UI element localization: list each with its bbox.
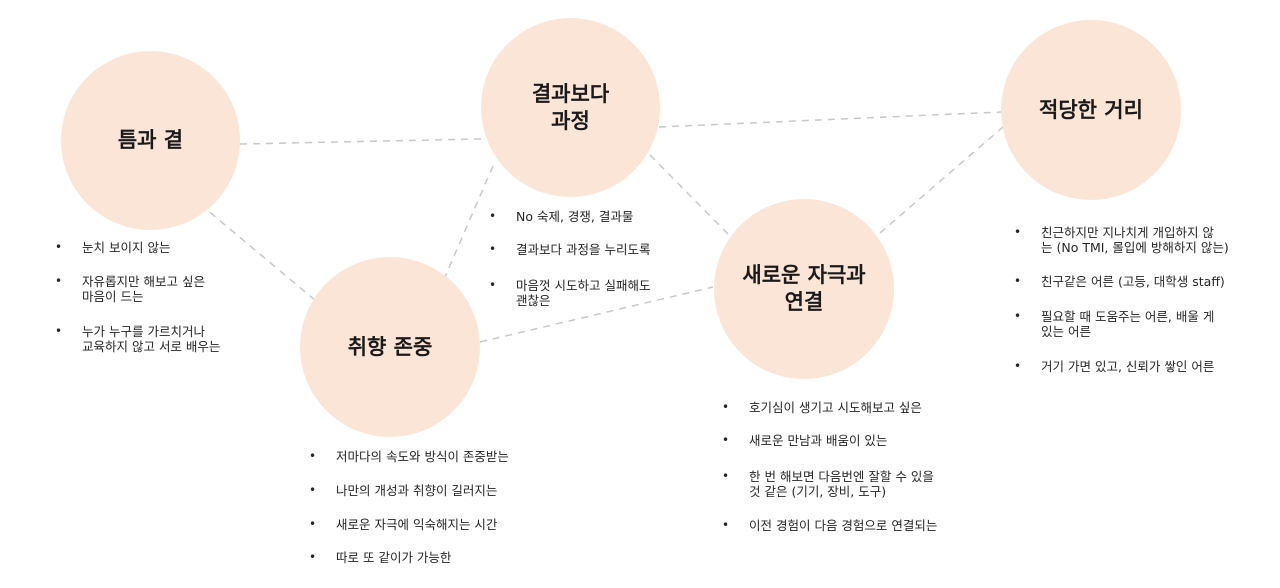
bullet-dot: •	[1014, 359, 1022, 373]
bullet-text: 이전 경험이 다음 경험으로 연결되는	[749, 518, 938, 533]
connector-process-stimulus	[649, 154, 729, 235]
bullet-dot: •	[309, 449, 317, 463]
bullet-text: 거기 가면 있고, 신뢰가 쌓인 어른	[1041, 359, 1215, 374]
bullet-dot: •	[1014, 309, 1022, 323]
bullet-dot: •	[722, 433, 730, 447]
node-title-taste: 취향 존중	[347, 334, 433, 359]
connector-process-distance	[658, 111, 1002, 128]
bullet-text: 결과보다 과정을 누리도록	[516, 242, 651, 257]
bullet-dot: •	[309, 550, 317, 564]
bullet-dot: •	[489, 209, 497, 223]
bullet-text: 저마다의 속도와 방식이 존중받는	[336, 449, 509, 464]
node-distance: 적당한 거리	[1001, 20, 1181, 200]
bullet-text: 친구같은 어른 (고등, 대학생 staff)	[1041, 274, 1225, 289]
bullet-text: 누가 누구를 가르치거나 교육하지 않고 서로 배우는	[82, 324, 221, 354]
bullet-dot: •	[489, 278, 497, 292]
bullet-text: 나만의 개성과 취향이 길러지는	[336, 483, 498, 498]
bullet-dot: •	[309, 483, 317, 497]
bullet-dot: •	[55, 240, 63, 254]
node-process: 결과보다 과정	[481, 18, 660, 197]
bullet-text: 새로운 자극에 익숙해지는 시간	[336, 517, 498, 532]
bullet-dot: •	[722, 400, 730, 414]
connector-process-taste	[444, 165, 494, 278]
bullet-text: 마음껏 시도하고 실패해도 괜찮은	[516, 278, 651, 308]
bullet-dot: •	[1014, 225, 1022, 239]
connector-teum-process	[239, 138, 482, 145]
bullet-text: 따로 또 같이가 가능한	[336, 550, 452, 565]
node-teum: 틈과 곁	[61, 51, 240, 230]
bullet-text: 호기심이 생기고 시도해보고 싶은	[749, 400, 922, 415]
bullet-dot: •	[1014, 274, 1022, 288]
node-title-distance: 적당한 거리	[1039, 97, 1143, 122]
bullet-dot: •	[489, 242, 497, 256]
bullets-stimulus: • 호기심이 생기고 시도해보고 싶은 • 새로운 만남과 배움이 있는 • 한…	[722, 400, 992, 540]
bullet-dot: •	[722, 469, 730, 483]
bullets-process: • No 숙제, 경쟁, 결과물 • 결과보다 과정을 누리도록 • 마음껏 시…	[489, 209, 704, 309]
node-title-process: 결과보다 과정	[531, 81, 610, 133]
node-title-stimulus: 새로운 자극과 연결	[742, 263, 866, 314]
bullet-dot: •	[55, 324, 63, 338]
bullet-text: 친근하지만 지나치게 개입하지 않 는 (No TMI, 몰입에 방해하지 않는…	[1041, 225, 1229, 255]
bullet-text: 새로운 만남과 배움이 있는	[749, 433, 888, 448]
bullet-text: 자유롭지만 해보고 싶은 마음이 드는	[82, 274, 205, 304]
connector-stimulus-distance	[879, 126, 1004, 234]
bullets-taste: • 저마다의 속도와 방식이 존중받는 • 나만의 개성과 취향이 길러지는 •…	[309, 449, 569, 574]
node-taste: 취향 존중	[300, 257, 480, 437]
bullet-text: 한 번 해보면 다음번엔 잘할 수 있을 것 같은 (기기, 장비, 도구)	[749, 469, 934, 499]
connector-taste-stimulus	[479, 286, 714, 343]
bullet-dot: •	[722, 518, 730, 532]
bullets-distance: • 친근하지만 지나치게 개입하지 않 는 (No TMI, 몰입에 방해하지 …	[1014, 225, 1276, 380]
node-title-teum: 틈과 곁	[117, 128, 184, 152]
bullets-teum: • 눈치 보이지 않는 • 자유롭지만 해보고 싶은 마음이 드는 • 누가 누…	[55, 240, 265, 360]
bullet-text: No 숙제, 경쟁, 결과물	[516, 209, 634, 224]
node-stimulus: 새로운 자극과 연결	[714, 199, 894, 379]
bullet-text: 눈치 보이지 않는	[82, 240, 171, 255]
bullet-dot: •	[55, 274, 63, 288]
bullet-dot: •	[309, 517, 317, 531]
bullet-text: 필요할 때 도움주는 어른, 배울 게 있는 어른	[1041, 309, 1215, 339]
